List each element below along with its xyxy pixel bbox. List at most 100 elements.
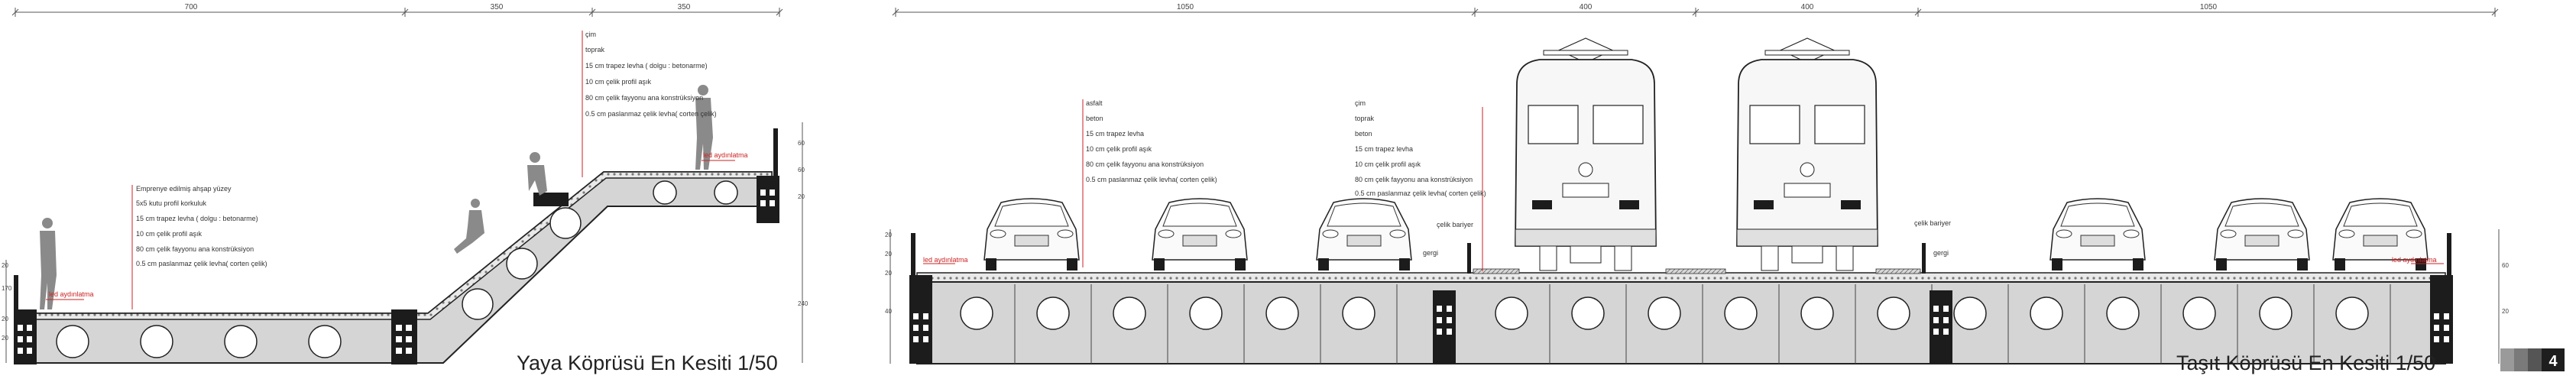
pedestrian-section: 700 350 350: [2, 3, 808, 374]
veh-led-label-right: led aydınlatma: [2392, 256, 2437, 264]
note-line: 80 cm çelik fayyonu ana konstrüksiyon: [1086, 160, 1204, 168]
note-line: toprak: [1355, 115, 1375, 122]
veh-dim-3: 400: [1801, 3, 1814, 11]
note-line: 15 cm trapez levha ( dolgu : betonarme): [585, 62, 708, 70]
note-line: beton: [1086, 115, 1103, 122]
circular-opening: [1113, 296, 1146, 330]
note-line: Emprenye edilmiş ahşap yüzey: [136, 185, 232, 193]
ped-pier-windows: [18, 190, 775, 354]
note-line: 10 cm çelik profil aşık: [1086, 145, 1152, 153]
circular-opening: [56, 325, 89, 358]
train-icon: [1736, 37, 1878, 271]
ped-led-label-left: led aydınlatma: [49, 290, 94, 298]
circular-opening: [549, 207, 582, 239]
car-icon: [983, 198, 1080, 270]
note-line: 15 cm trapez levha: [1355, 145, 1413, 153]
circular-opening: [2030, 296, 2063, 330]
page-number: 4: [2548, 353, 2558, 370]
veh-dim-2: 400: [1580, 3, 1593, 11]
note-line: asfalt: [1086, 99, 1103, 107]
veh-vdim: 60: [2502, 262, 2509, 269]
veh-vdim-line: [889, 229, 2500, 364]
circular-opening: [462, 288, 494, 320]
car-icon: [1152, 198, 1248, 270]
note-line: çim: [585, 31, 596, 38]
circular-opening: [1877, 296, 1910, 330]
circular-opening: [1189, 296, 1223, 330]
note-line: gergi: [1423, 249, 1438, 257]
ped-section-title: Yaya Köprüsü En Kesiti 1/50: [517, 351, 778, 374]
note-line: 10 cm çelik profil aşık: [136, 230, 203, 238]
note-line: 0.5 cm paslanmaz çelik levha( corten çel…: [1086, 176, 1217, 183]
circular-opening: [506, 248, 538, 280]
ped-notes-top: çim toprak 15 cm trapez levha ( dolgu : …: [585, 31, 717, 118]
note-line: toprak: [585, 46, 605, 53]
circular-opening: [1724, 296, 1758, 330]
circular-opening: [2335, 296, 2369, 330]
ped-circular-openings: [56, 180, 738, 358]
note-line: 15 cm trapez levha ( dolgu : betonarme): [136, 215, 258, 222]
ped-vdim: 20: [2, 316, 8, 322]
ped-vdim: 170: [2, 285, 12, 292]
veh-vdim: 20: [2502, 308, 2509, 315]
person-icon: [527, 152, 547, 196]
veh-vdim: 20: [885, 232, 892, 238]
ped-dim-2: 350: [491, 3, 504, 11]
car-icon: [2049, 198, 2146, 270]
veh-circular-openings: [960, 284, 2391, 364]
ped-left-pier: [14, 309, 37, 364]
veh-led-label-left: led aydınlatma: [923, 256, 968, 264]
note-line: 10 cm çelik profil aşık: [585, 78, 652, 86]
ped-vdim: 20: [798, 193, 805, 200]
ped-vdim-line: [5, 122, 803, 363]
ped-vdim: 60: [798, 167, 805, 173]
circular-opening: [308, 325, 342, 358]
circular-opening: [1953, 296, 1987, 330]
veh-vdim: 40: [885, 308, 892, 315]
ped-right-pier: [757, 176, 779, 223]
ped-railings: [14, 128, 778, 313]
note-line: çelik bariyer: [1914, 219, 1951, 227]
person-icon: [695, 85, 713, 170]
ped-led-label-right: led aydınlatma: [703, 151, 748, 159]
circular-opening: [1648, 296, 1681, 330]
circular-opening: [714, 180, 738, 205]
circular-opening: [1800, 296, 1834, 330]
veh-barrier-posts: [1467, 243, 1926, 274]
veh-deck-surface: [916, 272, 2446, 283]
circular-opening: [2259, 296, 2292, 330]
note-line: 80 cm çelik fayyonu ana konstrüksiyon: [585, 94, 703, 102]
ped-notes-left: Emprenye edilmiş ahşap yüzey 5x5 kutu pr…: [136, 185, 267, 267]
circular-opening: [653, 180, 677, 205]
car-icon: [2332, 198, 2429, 270]
note-line: 0.5 cm paslanmaz çelik levha( corten çel…: [136, 260, 267, 267]
ped-vdim: 240: [798, 300, 808, 307]
note-line: beton: [1355, 130, 1372, 138]
note-line: 0.5 cm paslanmaz çelik levha( corten çel…: [1355, 190, 1486, 197]
train-icon: [1515, 37, 1657, 271]
person-icon: [40, 218, 57, 309]
veh-barrier-label-1: çelik bariyer gergi: [1423, 221, 1473, 257]
circular-opening: [960, 296, 993, 330]
note-line: 10 cm çelik profil aşık: [1355, 160, 1421, 168]
veh-pier-windows: [913, 306, 2449, 342]
veh-railing-left: [911, 233, 915, 275]
circular-opening: [1495, 296, 1528, 330]
circular-opening: [1342, 296, 1375, 330]
note-line: 80 cm çelik fayyonu ana konstrüksiyon: [136, 245, 254, 253]
veh-barrier-label-2: çelik bariyer gergi: [1914, 219, 1951, 257]
ped-mid-pier: [391, 309, 417, 364]
page-number-badge: 4: [2500, 348, 2565, 371]
circular-opening: [2106, 296, 2140, 330]
note-line: 80 cm çelik fayyonu ana konstrüksiyon: [1355, 176, 1473, 183]
veh-railing-right: [2447, 233, 2451, 275]
note-line: 15 cm trapez levha: [1086, 130, 1144, 138]
veh-trains: [1515, 37, 1878, 271]
circular-opening: [1265, 296, 1299, 330]
circular-opening: [2182, 296, 2216, 330]
ped-dim-3: 350: [678, 3, 691, 11]
veh-vdim: 20: [885, 251, 892, 258]
note-line: 5x5 kutu profil korkuluk: [136, 199, 207, 207]
veh-grass-strips: [1473, 268, 1921, 274]
